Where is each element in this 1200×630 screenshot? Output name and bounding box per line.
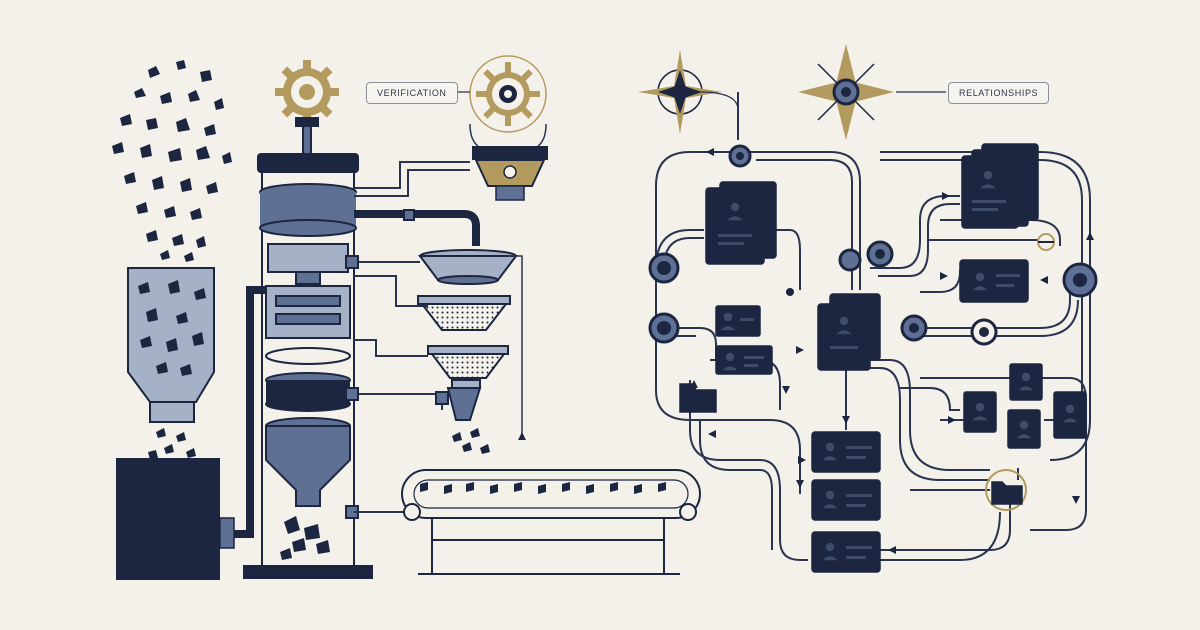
falling-fragments (148, 428, 196, 460)
processing-tower (243, 60, 373, 579)
intake-hopper (127, 267, 215, 423)
profile-card (715, 345, 773, 375)
verification-module (469, 55, 548, 201)
graph-nodes (648, 144, 1098, 346)
relationships-star-icon (798, 44, 894, 140)
filter-funnels (417, 249, 518, 421)
arrow-down-icon (518, 432, 526, 440)
folder-icon (991, 481, 1023, 505)
tower-gear-icon (275, 60, 339, 124)
profile-cards (679, 143, 1087, 573)
profile-card (811, 479, 881, 521)
relationships-label: RELATIONSHIPS (948, 82, 1050, 104)
folder-icon (679, 383, 717, 413)
profile-card (817, 293, 881, 371)
scattered-data-fragments (112, 60, 232, 262)
verification-label: VERIFICATION (366, 82, 458, 104)
path-arrows (690, 148, 1094, 554)
profile-card (715, 305, 761, 337)
profile-card (705, 181, 777, 265)
profile-card-stack (961, 143, 1039, 229)
compass-connector (699, 91, 739, 111)
conveyor-belt (401, 469, 701, 575)
verification-gear-icon (469, 55, 547, 133)
gold-markers (985, 233, 1055, 511)
profile-card (811, 431, 881, 473)
filter-side-line (508, 255, 523, 440)
tower-output-fragments (280, 516, 330, 560)
collection-bin (116, 286, 268, 580)
profile-card (811, 531, 881, 573)
profile-card (959, 259, 1029, 303)
filter-output-fragments (452, 428, 490, 454)
profile-cluster (963, 363, 1087, 449)
tower-side-pipes (345, 161, 480, 519)
relationship-paths (655, 92, 1091, 561)
